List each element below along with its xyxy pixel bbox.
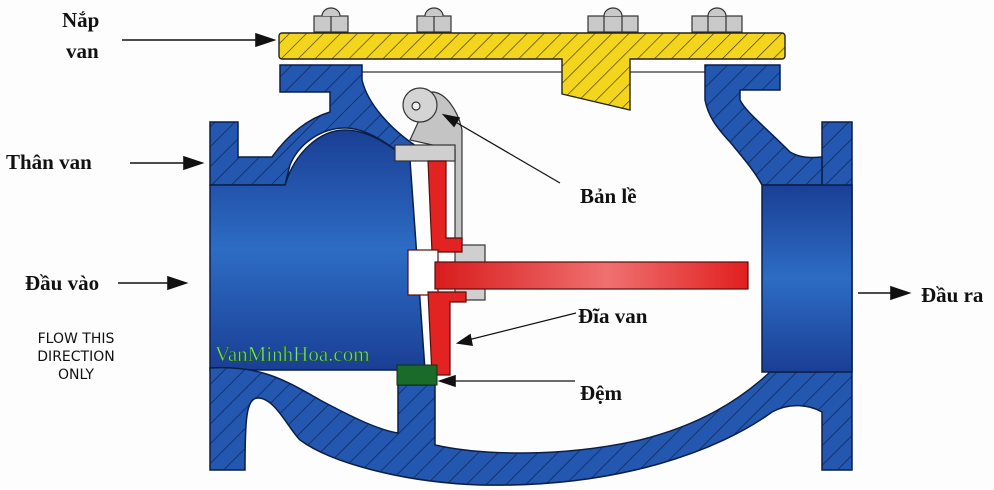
watermark: VanMinhHoa.com — [215, 342, 370, 366]
arrow-head-icon — [437, 374, 456, 388]
label-cover-line2: van — [66, 39, 99, 63]
arrow-head-icon — [183, 155, 205, 171]
arrow-head-icon — [455, 333, 474, 346]
bolts — [313, 7, 743, 33]
label-disc: Đĩa van — [578, 304, 648, 328]
valve-disc — [407, 160, 749, 376]
arrow-head-icon — [890, 285, 912, 301]
label-hinge: Bản lề — [580, 184, 637, 208]
leader-lines — [118, 32, 912, 388]
label-outlet: Đầu ra — [921, 283, 984, 307]
bolt-icon — [416, 7, 452, 33]
bolt-icon — [313, 7, 349, 33]
flow-note-line1: FLOW THIS — [38, 331, 115, 347]
flow-note-line2: DIRECTION — [37, 349, 114, 365]
arrow-head-icon — [255, 32, 277, 48]
label-cover-line1: Nắp — [62, 8, 99, 32]
label-body: Thân van — [6, 150, 92, 174]
flow-note-line3: ONLY — [58, 367, 94, 383]
label-seat: Đệm — [580, 381, 622, 405]
bolt-icon — [691, 7, 743, 33]
hinge — [394, 87, 486, 301]
label-inlet: Đầu vào — [25, 271, 99, 295]
arrow-head-icon — [167, 275, 189, 291]
bolt-icon — [587, 7, 639, 33]
arrow-head-icon — [441, 113, 461, 128]
valve-cover — [278, 32, 786, 111]
valve-seat — [396, 364, 438, 386]
valve-body — [209, 64, 853, 486]
